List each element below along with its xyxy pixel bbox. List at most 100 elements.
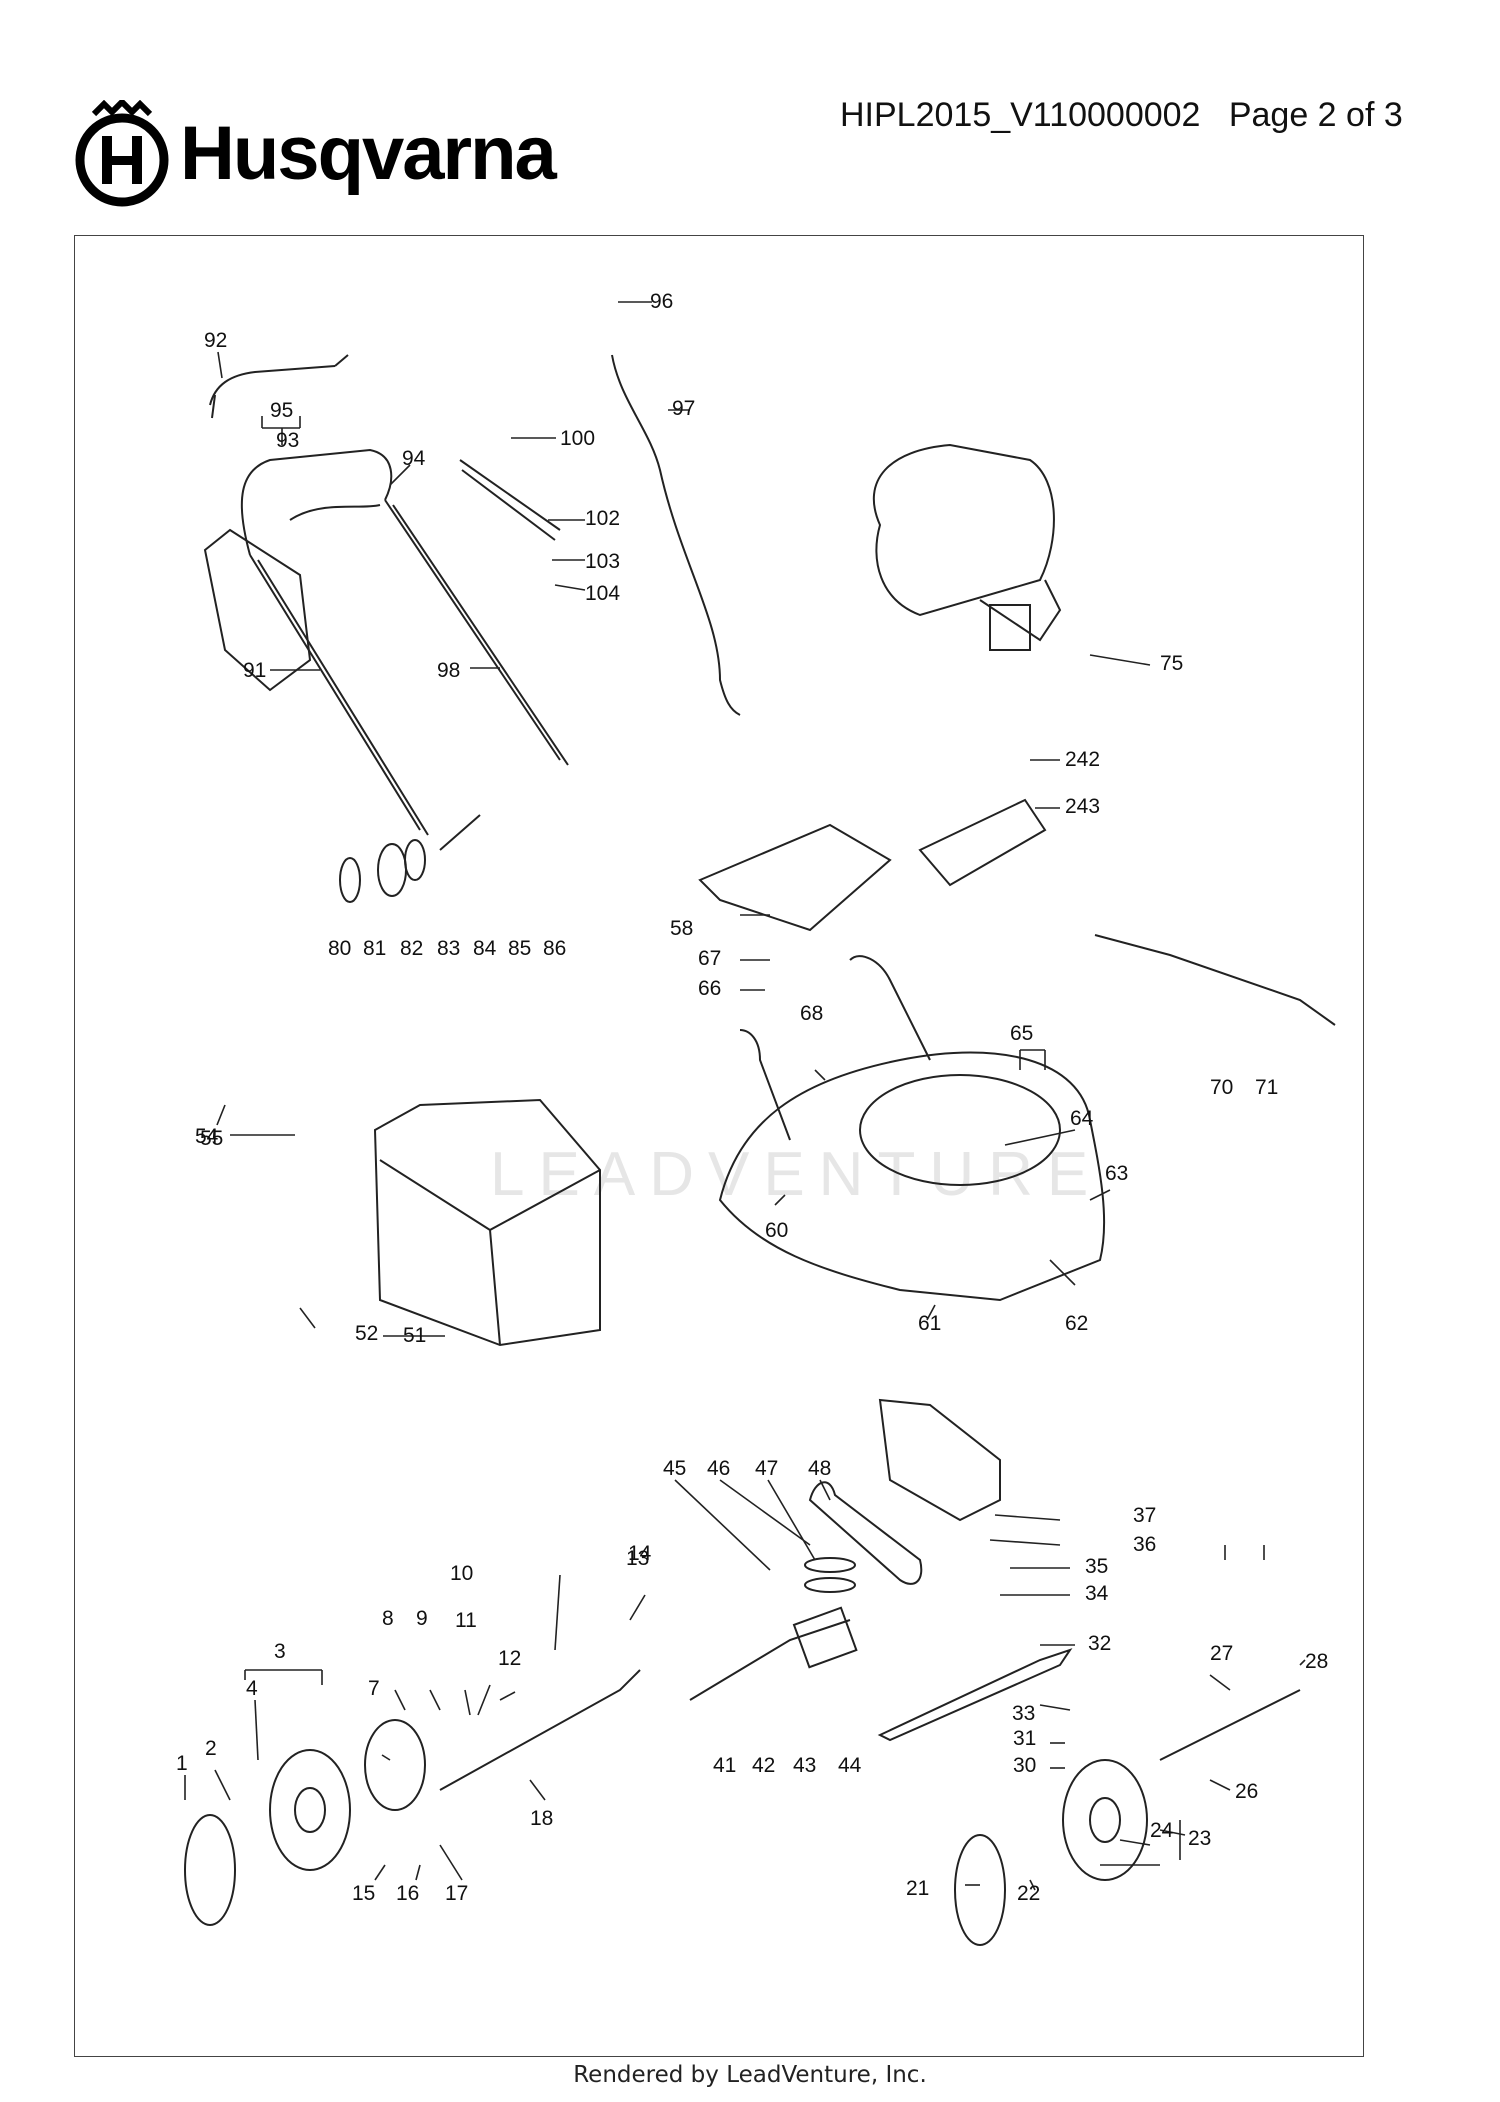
callout-84: 84 [473, 937, 497, 960]
callout-63: 63 [1105, 1162, 1128, 1185]
belt-48 [808, 1481, 923, 1585]
callout-2: 2 [205, 1737, 217, 1760]
callout-24: 24 [1150, 1819, 1174, 1842]
callout-43: 43 [793, 1754, 816, 1777]
callout-94: 94 [402, 447, 426, 470]
callout-71: 71 [1255, 1076, 1278, 1099]
callout-86: 86 [543, 937, 566, 960]
handle-bar-92 [209, 365, 336, 406]
callout-68: 68 [800, 1002, 823, 1025]
callout-13: 13 [626, 1547, 649, 1570]
wheel-gear-80 [339, 857, 361, 903]
callout-103: 103 [585, 550, 620, 573]
callout-7: 7 [368, 1677, 380, 1700]
front-wheel-3 [269, 1749, 351, 1871]
callout-55: 55 [200, 1127, 223, 1150]
callout-21: 21 [906, 1877, 929, 1900]
gear-7 [364, 1719, 426, 1811]
engine-75 [872, 443, 1055, 617]
cover-243 [918, 798, 1047, 887]
callout-34: 34 [1085, 1582, 1109, 1605]
callout-66: 66 [698, 977, 721, 1000]
drive-shaft-41 [689, 1619, 851, 1701]
callout-36: 36 [1133, 1533, 1156, 1556]
callout-58: 58 [670, 917, 693, 940]
grass-bag-51 [373, 1098, 601, 1347]
rear-axle-27 [1159, 1689, 1301, 1761]
callout-labels: 96 92 95 93 97 100 94 102 103 104 75 91 … [176, 290, 1328, 1905]
callout-60: 60 [765, 1219, 788, 1242]
callout-91: 91 [243, 659, 266, 682]
callout-52: 52 [355, 1322, 378, 1345]
callout-47: 47 [755, 1457, 778, 1480]
callout-93: 93 [276, 429, 299, 452]
callout-30: 30 [1013, 1754, 1036, 1777]
throttle-cable [459, 459, 561, 541]
watermark-text: LEADVENTURE [490, 1140, 1102, 1209]
callout-4: 4 [246, 1677, 258, 1700]
callout-80: 80 [328, 937, 351, 960]
callout-11: 11 [455, 1609, 477, 1632]
callout-54: 54 [195, 1125, 219, 1148]
flap-55 [203, 528, 312, 692]
mower-deck-63 [718, 1051, 1106, 1302]
callout-243: 243 [1065, 795, 1100, 818]
drive-cover-37 [878, 1398, 1001, 1522]
crown-h-icon [75, 97, 169, 207]
callout-17: 17 [445, 1882, 468, 1905]
callout-27: 27 [1210, 1642, 1233, 1665]
callout-65: 65 [1010, 1022, 1033, 1045]
cable-97 [611, 354, 741, 716]
callout-92: 92 [204, 329, 227, 352]
document-id: HIPL2015_V110000002 [840, 96, 1201, 134]
callout-67: 67 [698, 947, 721, 970]
blade-32 [877, 1648, 1073, 1742]
callout-95: 95 [270, 399, 293, 422]
rear-axle-71 [1094, 934, 1336, 1026]
callout-96: 96 [650, 290, 673, 313]
hubcap-21 [954, 1834, 1006, 1946]
front-axle-13 [439, 1669, 641, 1791]
callout-33: 33 [1012, 1702, 1035, 1725]
callout-23: 23 [1188, 1827, 1211, 1850]
callout-26: 26 [1235, 1780, 1258, 1803]
leader-lines [184, 301, 1306, 1891]
callout-85: 85 [508, 937, 531, 960]
footer-credit: Rendered by LeadVenture, Inc. [573, 2062, 927, 2088]
callout-8: 8 [382, 1607, 394, 1630]
callout-3: 3 [274, 1640, 286, 1663]
callout-41: 41 [713, 1754, 736, 1777]
callout-100: 100 [560, 427, 595, 450]
callout-35: 35 [1085, 1555, 1108, 1578]
callout-10: 10 [450, 1562, 473, 1585]
page-label: Page 2 of 3 [1228, 96, 1403, 134]
callout-15: 15 [352, 1882, 375, 1905]
callout-61: 61 [918, 1312, 941, 1335]
callout-31: 31 [1013, 1727, 1036, 1750]
callout-14: 14 [628, 1542, 652, 1565]
diagram-frame [74, 235, 1364, 2057]
callout-12: 12 [498, 1647, 521, 1670]
callout-42: 42 [752, 1754, 775, 1777]
rear-cover-58 [698, 823, 892, 932]
callout-82: 82 [400, 937, 423, 960]
callout-46: 46 [707, 1457, 730, 1480]
document-header: HIPL2015_V110000002 Page 2 of 3 [840, 96, 1403, 135]
callout-242: 242 [1065, 748, 1100, 771]
callout-22: 22 [1017, 1882, 1040, 1905]
rear-wheel-23 [1062, 1759, 1148, 1881]
callout-62: 62 [1065, 1312, 1088, 1335]
callout-83: 83 [437, 937, 460, 960]
callout-70: 70 [1210, 1076, 1233, 1099]
callout-102: 102 [585, 507, 620, 530]
callout-1: 1 [176, 1752, 188, 1775]
upper-handle [240, 448, 393, 556]
husqvarna-logo: Husqvarna [72, 97, 672, 210]
callout-64: 64 [1070, 1107, 1094, 1130]
callout-32: 32 [1088, 1632, 1111, 1655]
callout-16: 16 [396, 1882, 419, 1905]
callout-75: 75 [1160, 652, 1183, 675]
callout-104: 104 [585, 582, 620, 605]
callout-45: 45 [663, 1457, 686, 1480]
